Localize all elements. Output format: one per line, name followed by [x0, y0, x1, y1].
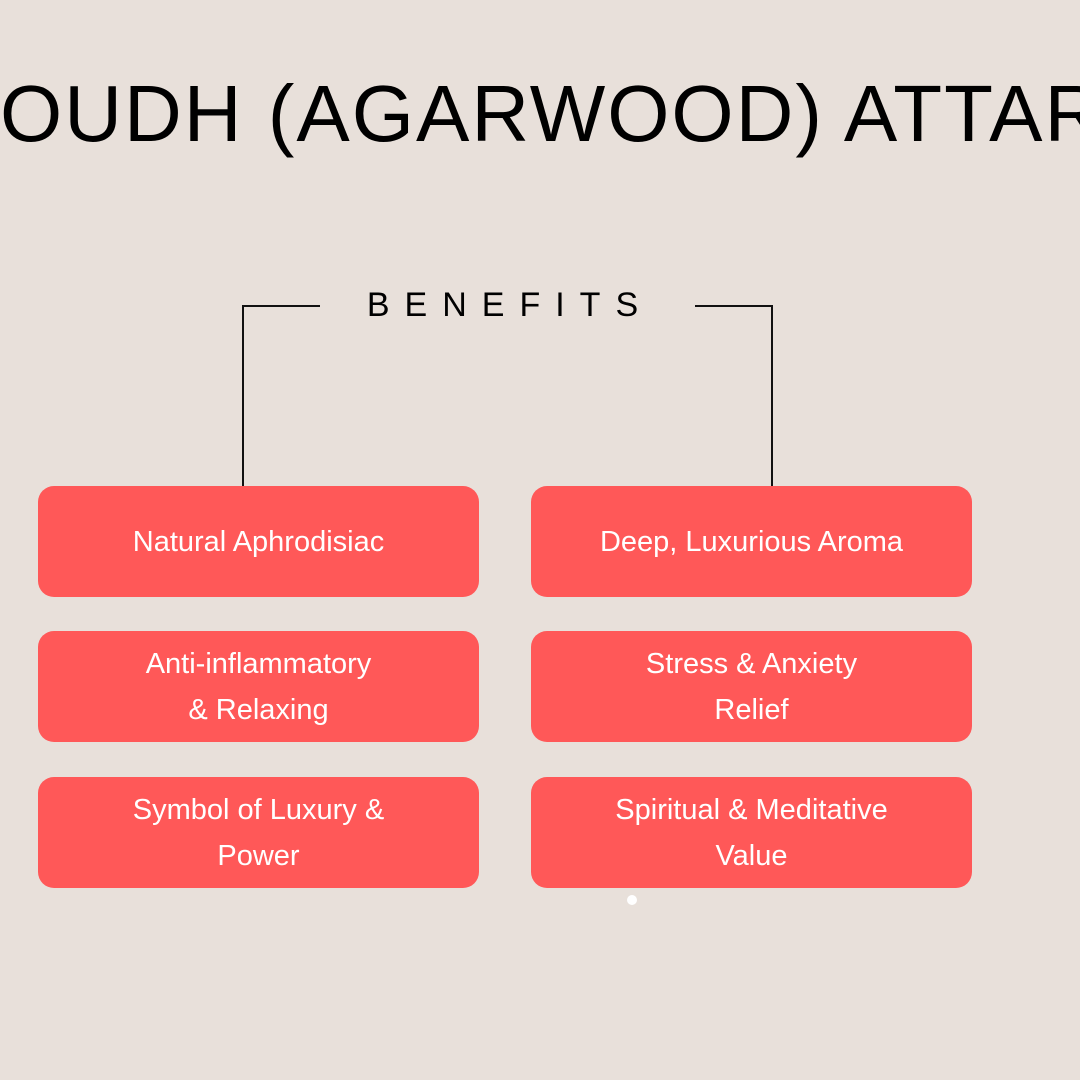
page-title: OUDH (AGARWOOD) ATTAR: [0, 69, 1080, 158]
benefit-label: Stress & Anxiety Relief: [645, 647, 858, 726]
bracket-right-vertical: [771, 305, 773, 486]
benefit-card: Spiritual & Meditative Value: [531, 777, 972, 888]
benefit-card: Symbol of Luxury & Power: [38, 777, 479, 888]
benefit-card: Anti-inflammatory & Relaxing: [38, 631, 479, 742]
benefit-card: Natural Aphrodisiac: [38, 486, 479, 597]
bracket-left-horizontal: [243, 305, 320, 307]
benefit-label: Symbol of Luxury & Power: [132, 793, 385, 872]
bracket-right-horizontal: [695, 305, 773, 307]
benefit-label: Spiritual & Meditative Value: [615, 793, 888, 872]
decorative-dot: [627, 895, 637, 905]
bracket-left-vertical: [242, 305, 244, 486]
section-label: BENEFITS: [366, 286, 654, 324]
benefit-card: Deep, Luxurious Aroma: [531, 486, 972, 597]
benefit-label: Natural Aphrodisiac: [132, 525, 385, 558]
benefit-label: Anti-inflammatory & Relaxing: [145, 647, 372, 726]
benefit-label: Deep, Luxurious Aroma: [599, 525, 904, 558]
benefit-card: Stress & Anxiety Relief: [531, 631, 972, 742]
